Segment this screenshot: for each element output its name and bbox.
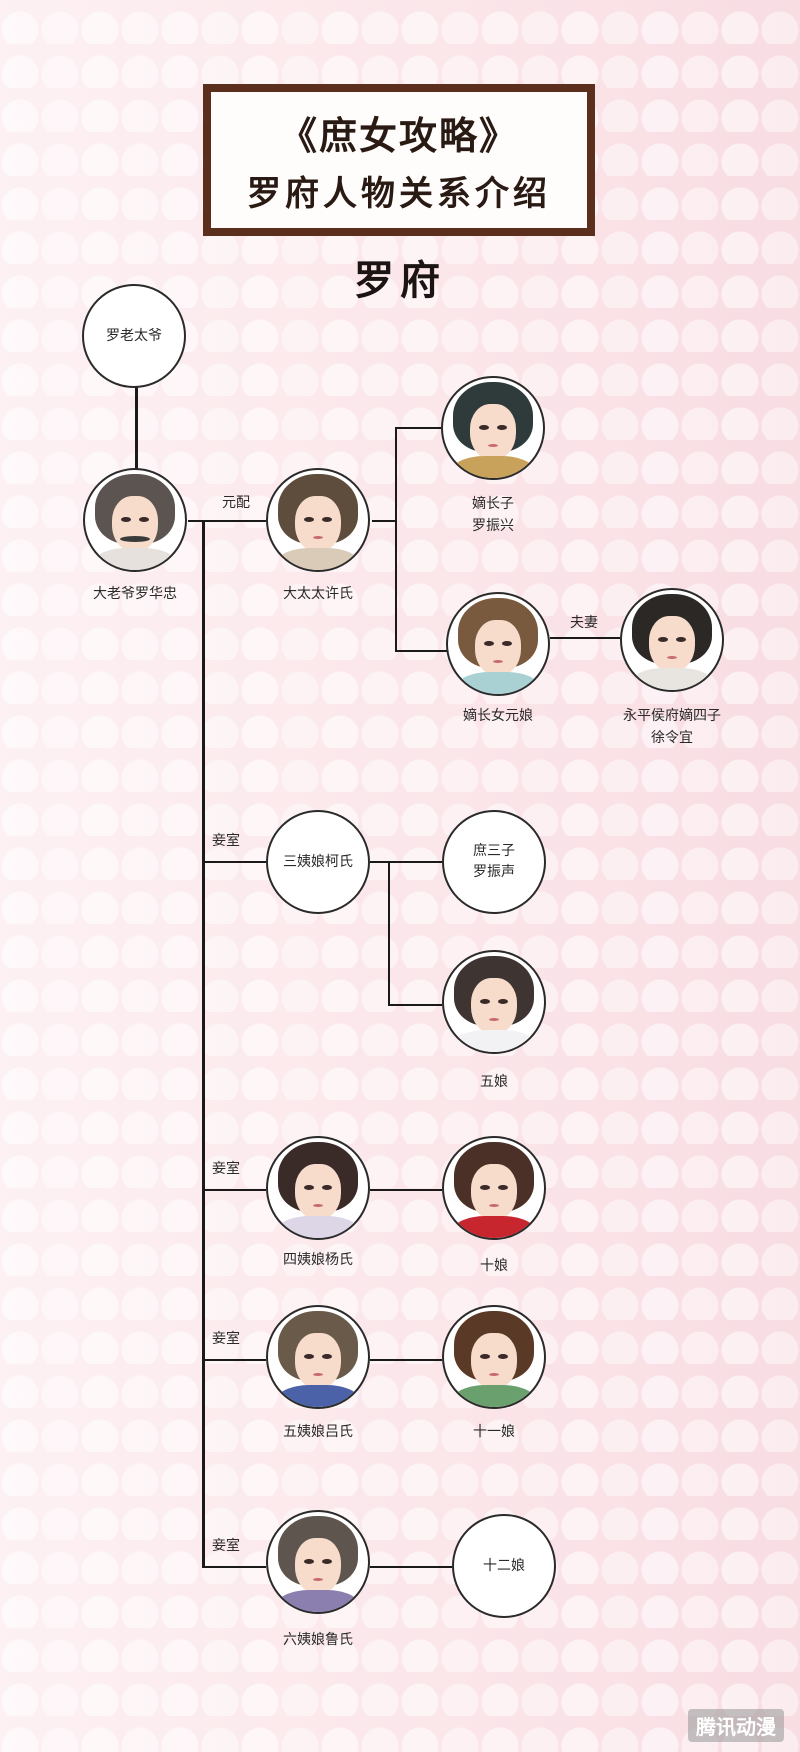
node-tenth-daughter-portrait (442, 1136, 546, 1240)
node-concubine-lu-portrait (266, 1510, 370, 1614)
connector-line (372, 520, 396, 522)
node-concubine-yang-portrait (266, 1136, 370, 1240)
node-third-son: 庶三子 罗振声 (442, 810, 546, 914)
connector-line (370, 1359, 442, 1361)
connector-line (370, 1566, 452, 1568)
relation-label-qieshi: 妾室 (212, 1161, 240, 1177)
node-eldest-son-label: 嫡长子 罗振兴 (472, 496, 514, 534)
node-grandfather-name: 罗老太爷 (106, 327, 162, 344)
node-son-in-law-portrait (620, 588, 724, 692)
node-father-portrait (83, 468, 187, 572)
node-concubine-yang-label: 四姨娘杨氏 (283, 1252, 353, 1268)
connector-line (202, 861, 266, 863)
node-concubine-ke-name: 三姨娘柯氏 (283, 853, 353, 870)
connector-line (388, 1004, 442, 1006)
relation-label-fuqi: 夫妻 (570, 615, 598, 631)
node-madam-xu-portrait (266, 468, 370, 572)
node-father-label: 大老爷罗华忠 (93, 586, 177, 602)
portrait-madam-xu (268, 470, 368, 570)
node-fifth-daughter-portrait (442, 950, 546, 1054)
connector-line (395, 427, 397, 650)
portrait-eldest-daughter (448, 594, 548, 694)
house-title: 罗府 (354, 257, 446, 304)
node-concubine-lv-label: 五姨娘吕氏 (283, 1424, 353, 1440)
connector-line (370, 861, 442, 863)
watermark-logo: 腾讯动漫 (688, 1709, 784, 1742)
portrait-concubine-yang (268, 1138, 368, 1238)
portrait-father (85, 470, 185, 570)
connector-line (188, 520, 266, 522)
connector-line (395, 650, 447, 652)
portrait-son-in-law (622, 590, 722, 690)
connector-line (395, 427, 441, 429)
relation-label-qieshi: 妾室 (212, 1331, 240, 1347)
relation-label-yuanpei: 元配 (222, 495, 250, 511)
node-eldest-daughter-portrait (446, 592, 550, 696)
node-eleventh-daughter-label: 十一娘 (473, 1424, 515, 1440)
portrait-eleventh-daughter (444, 1307, 544, 1407)
page-title: 《庶女攻略》 (278, 113, 519, 158)
node-eldest-son-portrait (441, 376, 545, 480)
node-eldest-daughter-label: 嫡长女元娘 (463, 708, 533, 724)
node-twelfth-daughter-name: 十二娘 (483, 1557, 525, 1574)
title-inner: 《庶女攻略》 罗府人物关系介绍 (209, 90, 589, 230)
relation-label-qieshi: 妾室 (212, 1538, 240, 1554)
page-subtitle: 罗府人物关系介绍 (247, 174, 551, 214)
connector-line (370, 1189, 442, 1191)
relation-label-qieshi: 妾室 (212, 833, 240, 849)
node-grandfather: 罗老太爷 (82, 284, 186, 388)
portrait-fifth-daughter (444, 952, 544, 1052)
node-concubine-lv-portrait (266, 1305, 370, 1409)
node-madam-xu-label: 大太太许氏 (283, 586, 353, 602)
title-frame: 《庶女攻略》 罗府人物关系介绍 (203, 84, 595, 236)
portrait-eldest-son (443, 378, 543, 478)
connector-line (135, 386, 138, 470)
node-fifth-daughter-label: 五娘 (480, 1074, 508, 1090)
node-concubine-ke: 三姨娘柯氏 (266, 810, 370, 914)
portrait-tenth-daughter (444, 1138, 544, 1238)
connector-line (202, 1566, 266, 1568)
connector-line (388, 861, 390, 1005)
node-twelfth-daughter: 十二娘 (452, 1514, 556, 1618)
node-concubine-lu-label: 六姨娘鲁氏 (283, 1632, 353, 1648)
node-son-in-law-label: 永平侯府嫡四子 徐令宜 (623, 708, 721, 746)
node-tenth-daughter-label: 十娘 (480, 1258, 508, 1274)
portrait-concubine-lv (268, 1307, 368, 1407)
connector-line (202, 1189, 266, 1191)
connector-line (202, 1359, 266, 1361)
connector-line (550, 637, 620, 639)
connector-line (202, 520, 205, 1568)
portrait-concubine-lu (268, 1512, 368, 1612)
node-eleventh-daughter-portrait (442, 1305, 546, 1409)
